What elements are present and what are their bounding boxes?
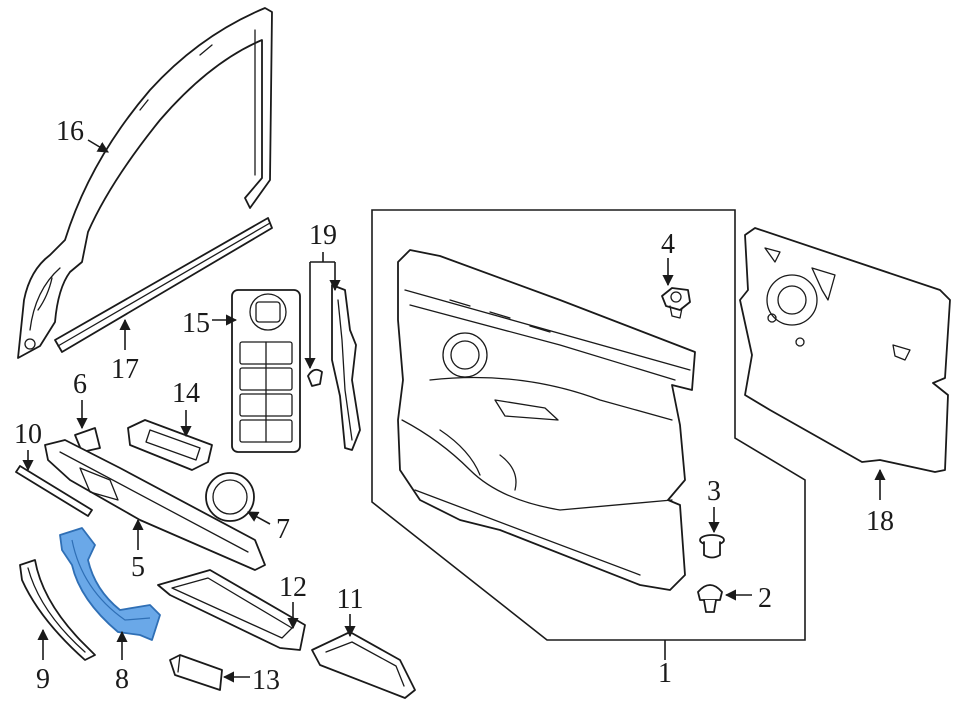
callout-7: 7	[276, 514, 290, 545]
part-2-push-clip	[697, 584, 723, 613]
part-4-clip	[661, 287, 691, 319]
callout-11: 11	[337, 584, 364, 615]
callout-19: 19	[309, 220, 337, 251]
callout-4: 4	[661, 229, 675, 260]
callout-6: 6	[73, 369, 87, 400]
part-16-pillar-trim	[17, 7, 273, 359]
part-10-strip	[15, 465, 93, 517]
callout-18: 18	[866, 506, 894, 537]
part-13-cover	[169, 654, 223, 691]
callout-9: 9	[36, 664, 50, 695]
callout-8: 8	[115, 664, 129, 695]
part-9-trim-strip	[19, 559, 96, 661]
callout-13: 13	[252, 665, 280, 696]
part-5-armrest-trim	[44, 439, 266, 571]
part-15-switch-panel	[231, 289, 301, 453]
callout-5: 5	[131, 552, 145, 583]
callout-12: 12	[279, 572, 307, 603]
callout-10: 10	[14, 419, 42, 450]
part-7-speaker-ring	[205, 472, 255, 522]
part-19-trim-strip	[307, 284, 361, 451]
part-8-pull-handle	[59, 527, 161, 641]
callout-1: 1	[658, 658, 672, 689]
callout-3: 3	[707, 476, 721, 507]
part-11-lower-trim	[311, 631, 416, 699]
callout-16: 16	[56, 116, 84, 147]
part-17-seal-strip	[54, 217, 273, 353]
part-14-window-switch	[127, 419, 213, 471]
part-1-door-trim-panel	[397, 249, 696, 591]
leader-lines	[22, 139, 886, 683]
part-6-cap	[74, 427, 101, 453]
callout-17: 17	[111, 354, 139, 385]
assembly-outline-box	[371, 209, 806, 641]
callout-labels: 1 2 3 4 5 6 7 8 9 10 11 12 13 14 15 16 1…	[14, 116, 894, 696]
callout-14: 14	[172, 378, 200, 409]
part-3-fastener	[699, 534, 725, 559]
callout-2: 2	[758, 583, 772, 614]
callout-15: 15	[182, 308, 210, 339]
part-18-door-liner	[739, 227, 951, 473]
